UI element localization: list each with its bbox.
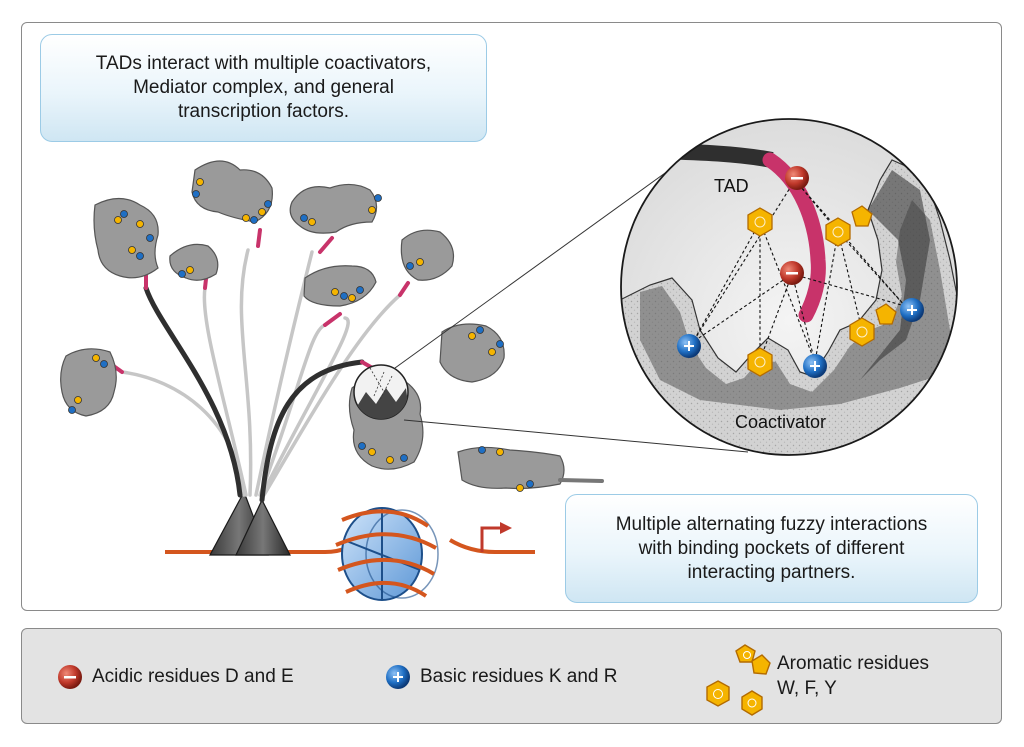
coactivator-blob bbox=[169, 243, 219, 281]
callout-top-line-2: Mediator complex, and general bbox=[133, 77, 394, 98]
nucleosome bbox=[335, 507, 439, 601]
callout-fuzzy-interactions: Multiple alternating fuzzy interactions … bbox=[565, 494, 978, 603]
callout-top-line-1: TADs interact with multiple coactivators… bbox=[95, 53, 432, 74]
aromatic-residues-zoomed bbox=[747, 205, 897, 377]
tad-strands-dark bbox=[143, 285, 365, 503]
acidic-residues-zoomed bbox=[780, 166, 809, 285]
activator-dna-binding-domains bbox=[208, 490, 291, 556]
tad-strand-zoomed bbox=[629, 142, 774, 168]
callout-tad-interactions: TADs interact with multiple coactivators… bbox=[40, 34, 487, 142]
aromatic-residue-icon bbox=[706, 644, 771, 716]
coactivator-label: Coactivator bbox=[735, 412, 826, 432]
legend-acidic-label: Acidic residues D and E bbox=[92, 666, 294, 687]
basic-residue-icon bbox=[386, 665, 410, 689]
legend-basic-label: Basic residues K and R bbox=[420, 666, 618, 687]
legend-basic: Basic residues K and R bbox=[384, 663, 618, 691]
coactivator-blob bbox=[457, 446, 565, 490]
coactivator-blob bbox=[289, 183, 378, 234]
coactivator-blob bbox=[400, 229, 455, 281]
legend-aromatic-label: Aromatic residues W, F, Y bbox=[777, 651, 929, 701]
legend-aromatic-line-1: Aromatic residues bbox=[777, 653, 930, 674]
coactivator-blob bbox=[60, 348, 117, 417]
coactivator-blob bbox=[191, 160, 273, 223]
legend-aromatic-line-2: W, F, Y bbox=[777, 678, 837, 699]
callout-top-line-3: transcription factors. bbox=[177, 101, 350, 122]
legend-acidic: Acidic residues D and E bbox=[56, 663, 294, 691]
tad-label: TAD bbox=[714, 176, 749, 196]
zoom-source-circle bbox=[353, 364, 409, 420]
tad-interaction-diagram: TAD Coactivator bbox=[60, 118, 958, 601]
coactivator-tail bbox=[558, 478, 604, 483]
acidic-residue-icon bbox=[58, 665, 82, 689]
basic-residues-zoomed bbox=[677, 298, 924, 378]
residue-beads bbox=[68, 178, 534, 492]
coactivator-proteins bbox=[60, 160, 565, 490]
tad-tethers bbox=[120, 248, 402, 497]
callout-bottom-line-2: with binding pockets of different bbox=[638, 537, 905, 559]
legend: Acidic residues D and E Basic residues K… bbox=[21, 628, 1002, 724]
zoom-inset: TAD Coactivator bbox=[620, 118, 958, 456]
coactivator-blob bbox=[439, 323, 505, 383]
callout-bottom-line-3: interacting partners. bbox=[687, 561, 856, 583]
callout-bottom-line-1: Multiple alternating fuzzy interactions bbox=[615, 513, 928, 535]
transcription-start-arrow bbox=[480, 522, 512, 552]
zoom-connector-lines bbox=[394, 167, 749, 453]
interaction-arrows bbox=[692, 179, 906, 363]
coactivator-blob bbox=[303, 265, 377, 307]
